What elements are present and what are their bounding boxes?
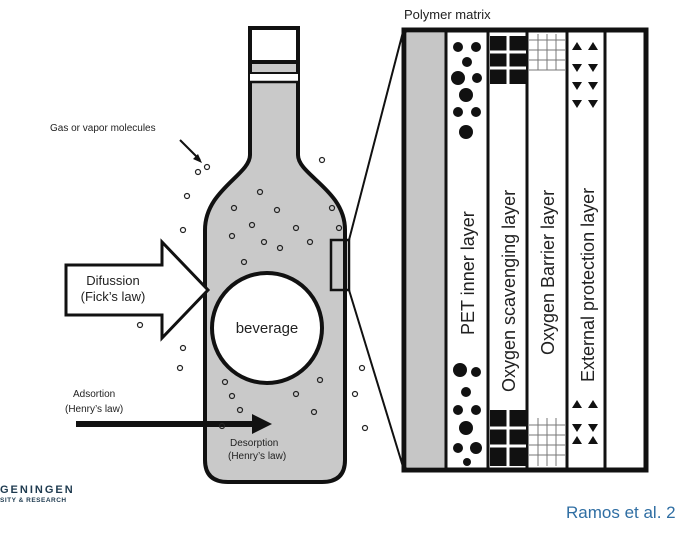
layer-pet-label: PET inner layer: [458, 211, 478, 335]
diffusion-label: Difussion: [86, 273, 139, 288]
bottle-cap: [248, 26, 300, 64]
layer-barrier-label: Oxygen Barrier layer: [538, 190, 558, 355]
beverage-label: beverage: [236, 320, 299, 337]
layer-scavenging-label: Oxygen scavenging layer: [499, 190, 519, 392]
ficks-law-label: (Fick’s law): [81, 289, 146, 304]
beverage-circle: [210, 271, 324, 385]
layer-external-label: External protection layer: [578, 188, 598, 382]
bottle-body: [203, 26, 347, 484]
university-logo: GENINGEN SITY & RESEARCH: [0, 484, 75, 504]
desorption-label: Desorption: [230, 438, 278, 449]
inner-grey-layer: [407, 33, 445, 467]
citation: Ramos et al. 2: [566, 503, 676, 522]
gas-label: Gas or vapor molecules: [50, 123, 156, 134]
zoom-window: [329, 238, 351, 292]
bottle: [203, 26, 351, 484]
polymer-matrix: [401, 27, 649, 473]
diffusion-arrow: [64, 238, 211, 342]
polymer-matrix-title: Polymer matrix: [404, 7, 491, 22]
adsortion-label: Adsortion: [73, 389, 115, 400]
adsortion-henry-label: (Henry’s law): [65, 404, 123, 415]
logo-line2: SITY & RESEARCH: [0, 497, 67, 504]
gas-molecules: [136, 156, 369, 432]
logo-line1: GENINGEN: [0, 484, 75, 496]
desorption-henry-label: (Henry’s law): [228, 451, 286, 462]
